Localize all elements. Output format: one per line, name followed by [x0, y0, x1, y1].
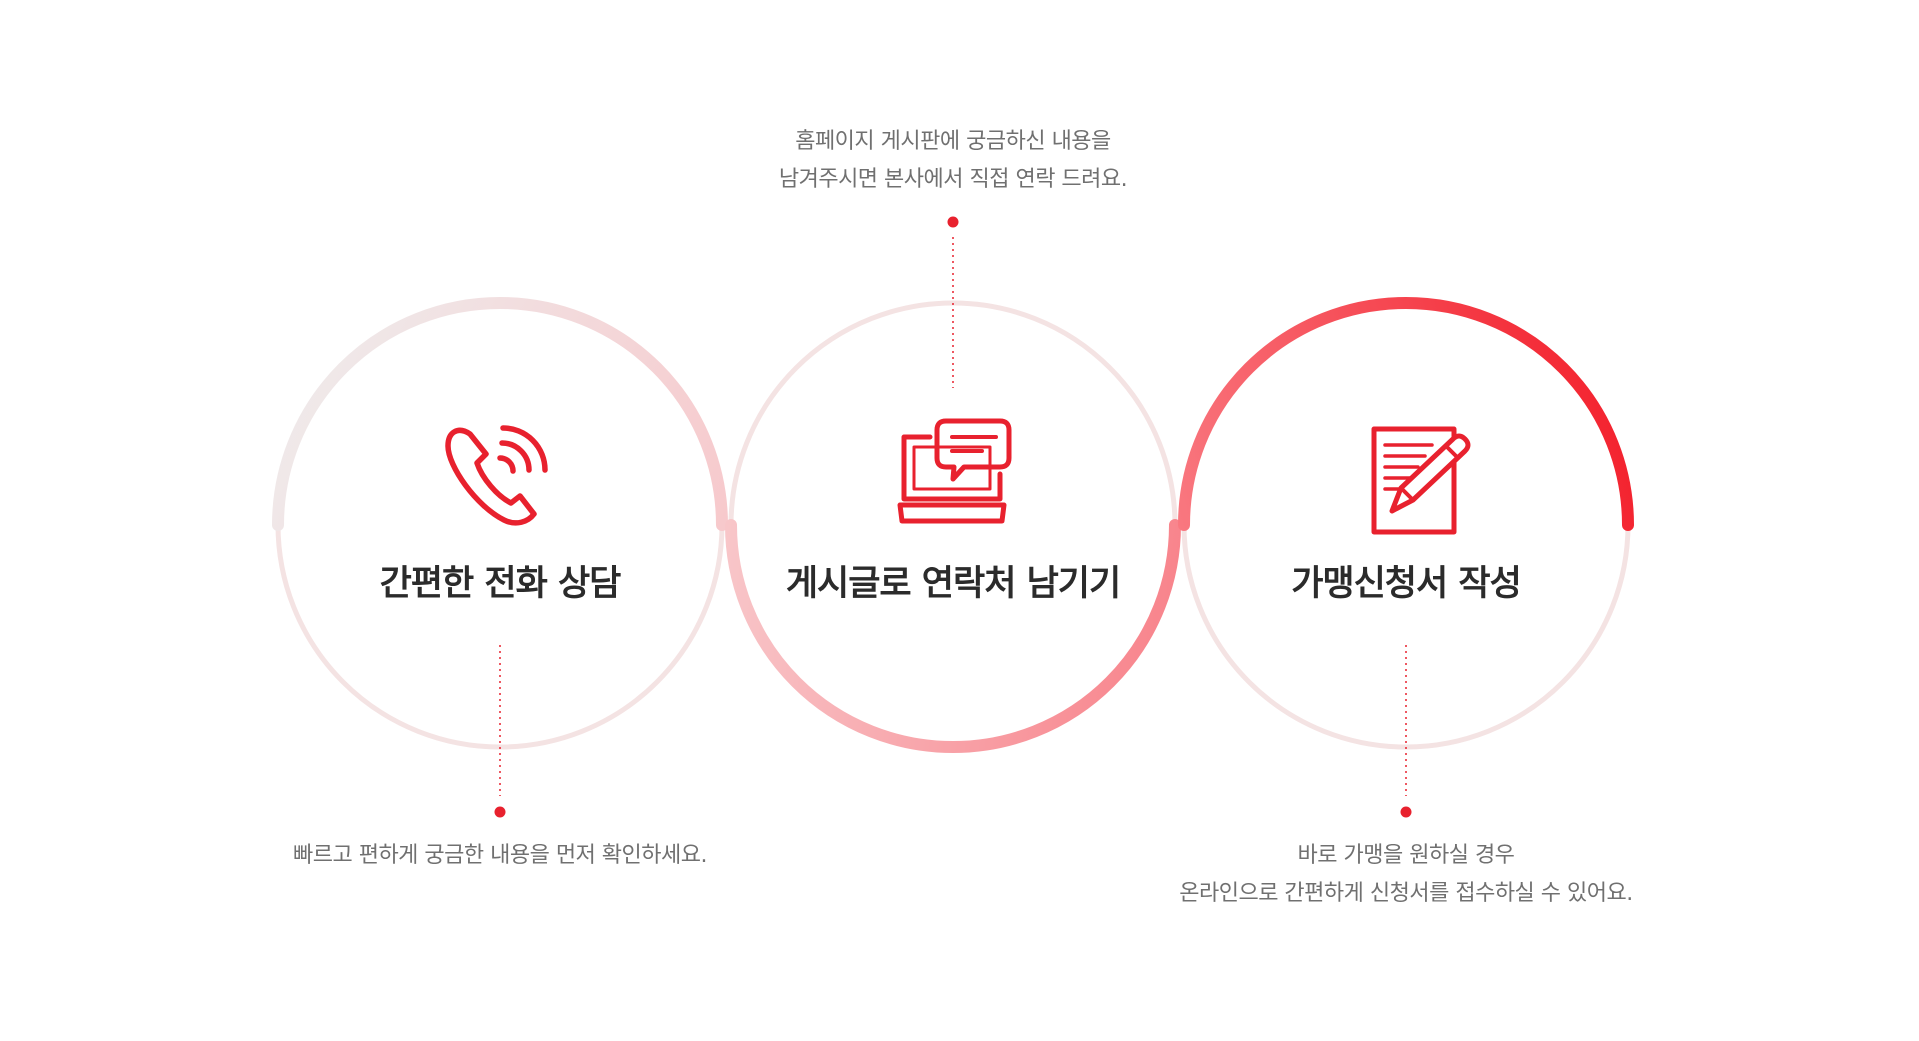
step-1-connector-dot [494, 806, 506, 818]
computer-chat-icon [897, 418, 1012, 524]
step-3-progress-arc [1178, 297, 1634, 531]
step-3-connector-dot [1400, 806, 1412, 818]
step-1-description: 빠르고 편하게 궁금한 내용을 먼저 확인하세요. [220, 837, 780, 875]
step-3-description-line: 온라인으로 간편하게 신청서를 접수하실 수 있어요. [1179, 881, 1633, 906]
step-2-progress-arc [725, 519, 1181, 753]
step-3-description-line: 바로 가맹을 원하실 경우 [1297, 843, 1515, 868]
step-3-description: 바로 가맹을 원하실 경우 온라인으로 간편하게 신청서를 접수하실 수 있어요… [1126, 837, 1686, 913]
document-pencil-icon [1371, 426, 1471, 535]
step-1-progress-arc [272, 297, 728, 531]
step-2-description-line: 홈페이지 게시판에 궁금하신 내용을 [795, 129, 1111, 154]
step-1-title: 간편한 전화 상담 [379, 564, 622, 604]
step-2-description: 홈페이지 게시판에 궁금하신 내용을 남겨주시면 본사에서 직접 연락 드려요. [673, 123, 1233, 199]
step-2-description-line: 남겨주시면 본사에서 직접 연락 드려요. [778, 167, 1128, 192]
step-3-title: 가맹신청서 작성 [1291, 564, 1522, 604]
step-2-title: 게시글로 연락처 남기기 [785, 564, 1121, 604]
step-2-connector-dot [947, 216, 959, 228]
phone-icon [445, 425, 548, 526]
step-1-description-line: 빠르고 편하게 궁금한 내용을 먼저 확인하세요. [292, 843, 708, 868]
